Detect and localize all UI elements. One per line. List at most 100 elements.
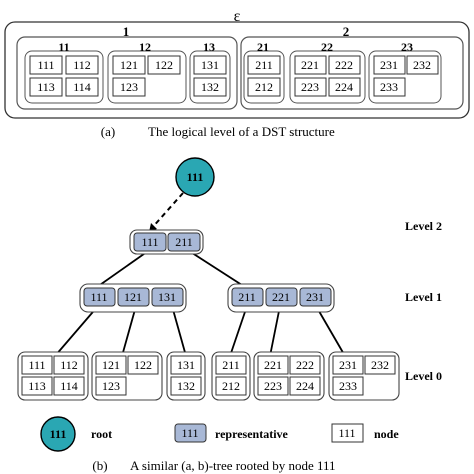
legend-root-label: root — [91, 427, 112, 441]
svg-text:223: 223 — [264, 379, 282, 393]
tree-edge — [185, 248, 246, 288]
cell-node: 114 — [53, 376, 85, 396]
svg-text:111: 111 — [90, 290, 107, 304]
cell-node: 113 — [21, 376, 53, 396]
svg-text:122: 122 — [155, 58, 173, 72]
svg-text:111: 111 — [37, 58, 54, 72]
svg-text:211: 211 — [175, 235, 193, 249]
svg-text:121: 121 — [102, 358, 120, 372]
svg-text:112: 112 — [60, 358, 78, 372]
tree-edge — [269, 305, 281, 357]
svg-text:131: 131 — [177, 358, 195, 372]
tree-edge — [121, 305, 137, 357]
cell-node: 224 — [289, 376, 321, 396]
svg-text:111: 111 — [141, 235, 158, 249]
root-dashed-arrow — [150, 192, 184, 230]
svg-text:212: 212 — [222, 379, 240, 393]
group-1-label: 1 — [123, 24, 130, 39]
cell-node: 232 — [364, 355, 396, 375]
svg-text:131: 131 — [158, 290, 176, 304]
cell-node: 123 — [95, 376, 127, 396]
svg-text:233: 233 — [380, 80, 398, 94]
svg-text:114: 114 — [73, 80, 91, 94]
cell-node: 132 — [170, 376, 202, 396]
cell-node: 221 — [294, 55, 327, 75]
legend-root-sample: 111 — [50, 427, 67, 441]
svg-text:222: 222 — [296, 358, 314, 372]
legend-rep-sample: 111 — [181, 426, 198, 440]
svg-text:231: 231 — [339, 358, 357, 372]
subgroup-21-label: 21 — [257, 40, 269, 54]
cell-node: 111 — [21, 355, 53, 375]
cell-node: 223 — [257, 376, 289, 396]
tree-edge — [96, 248, 152, 288]
svg-text:123: 123 — [120, 80, 138, 94]
subgroup-13-box — [189, 50, 231, 104]
legend-node-sample: 111 — [338, 426, 355, 440]
svg-text:224: 224 — [296, 379, 314, 393]
rep-node: 221 — [265, 287, 298, 307]
cell-node: 212 — [215, 376, 247, 396]
cell-node: 131 — [170, 355, 202, 375]
rep-node: 231 — [299, 287, 332, 307]
cell-node: 223 — [294, 77, 327, 97]
cell-node: 122 — [147, 55, 181, 75]
svg-text:113: 113 — [37, 80, 55, 94]
legend-rep-label: representative — [215, 427, 289, 441]
cell-node: 114 — [65, 77, 99, 97]
subgroup-11-box — [24, 50, 104, 104]
svg-text:212: 212 — [255, 80, 273, 94]
svg-text:221: 221 — [301, 58, 319, 72]
svg-text:113: 113 — [28, 379, 46, 393]
level-0-label: Level 0 — [405, 369, 442, 383]
cell-node: 222 — [328, 55, 361, 75]
svg-text:231: 231 — [306, 290, 324, 304]
legend-node-label: node — [374, 427, 399, 441]
svg-text:211: 211 — [222, 358, 240, 372]
rep-node: 111 — [133, 232, 167, 252]
rep-node: 131 — [151, 287, 184, 307]
epsilon-label: ε — [234, 8, 241, 25]
cell-node: 121 — [95, 355, 127, 375]
tree-edge — [229, 305, 248, 357]
tree-edge — [171, 305, 187, 357]
root-node-label: 111 — [187, 170, 204, 184]
subgroup-21-box — [243, 50, 285, 104]
subgroup-12-label: 12 — [139, 40, 151, 54]
tree-edge — [315, 305, 346, 357]
svg-text:232: 232 — [413, 58, 431, 72]
cell-node: 111 — [29, 55, 63, 75]
part-a: ε 1 2 11 12 13 21 22 23 111 112 113 114 … — [4, 8, 470, 139]
caption-a-letter: (a) — [101, 124, 115, 139]
caption-b-text: A similar (a, b)-tree rooted by node 111 — [130, 458, 336, 473]
level-2-label: Level 2 — [405, 219, 442, 233]
svg-text:114: 114 — [60, 379, 78, 393]
group-2-label: 2 — [343, 24, 350, 39]
cell-node: 132 — [193, 77, 227, 97]
cell-node: 122 — [127, 355, 159, 375]
svg-text:224: 224 — [335, 80, 353, 94]
rep-node: 121 — [117, 287, 150, 307]
svg-text:232: 232 — [371, 358, 389, 372]
cell-node: 121 — [112, 55, 146, 75]
cell-node: 123 — [112, 77, 146, 97]
subgroup-22-box — [289, 50, 366, 104]
group-2-box — [240, 36, 464, 110]
cell-node: 224 — [328, 77, 361, 97]
cell-node: 233 — [332, 376, 364, 396]
cell-node: 112 — [65, 55, 99, 75]
cell-node: 231 — [373, 55, 406, 75]
rep-node: 211 — [231, 287, 264, 307]
svg-text:132: 132 — [177, 379, 195, 393]
caption-b-letter: (b) — [92, 458, 107, 473]
svg-text:131: 131 — [201, 58, 219, 72]
cell-node: 211 — [247, 55, 281, 75]
subgroup-22-label: 22 — [321, 40, 333, 54]
subgroup-11-label: 11 — [58, 40, 69, 54]
svg-text:221: 221 — [264, 358, 282, 372]
svg-text:111: 111 — [28, 358, 45, 372]
legend-node-icon — [331, 423, 364, 443]
svg-text:112: 112 — [73, 58, 91, 72]
cell-node: 211 — [215, 355, 247, 375]
part-b: 111 Level 2 Level 1 Level 0 111 211 111 … — [17, 157, 442, 473]
